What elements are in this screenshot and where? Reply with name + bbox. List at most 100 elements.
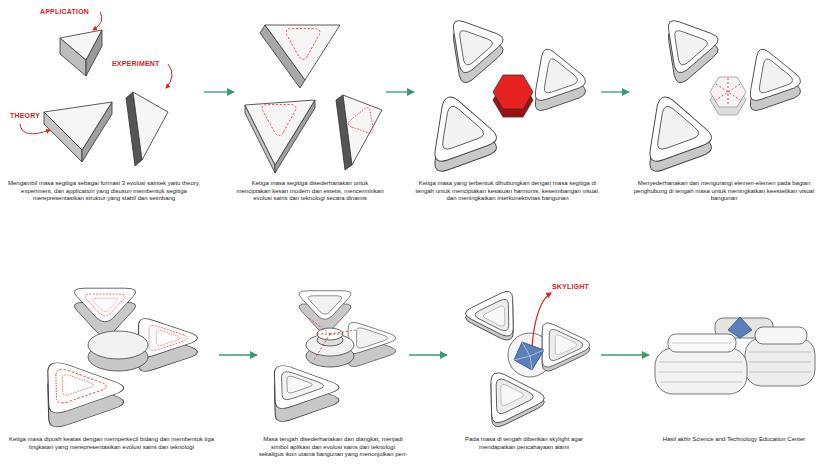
process-arrow	[601, 354, 649, 355]
step-caption: Menyederhanakan dan mengurangi elemen-el…	[630, 180, 818, 203]
process-arrow	[386, 91, 414, 92]
triangle-prism	[286, 29, 320, 60]
rounded-mass	[74, 288, 135, 322]
triangle-prism	[260, 25, 340, 88]
connector-mass	[493, 75, 533, 109]
step-panel: Masa tengah disederhanakan dan diangkat,…	[258, 268, 408, 459]
step-caption: Ketiga masa dipush keatas dengan memperk…	[5, 436, 218, 451]
step-caption: Pada masa di tengah diberikan skylight a…	[448, 436, 600, 451]
skylight	[514, 342, 544, 370]
skylight	[514, 342, 544, 370]
rounded-mass	[348, 322, 396, 353]
rounded-mass	[299, 291, 351, 320]
step-panel: Ketiga masa segitiga disederhanakan untu…	[235, 8, 385, 203]
step-panel: Mengambil masa segitiga sebagai formasi …	[5, 8, 203, 203]
rounded-mass	[464, 289, 590, 429]
step-caption: Ketiga masa yang terbentuk dihubungkan d…	[415, 180, 600, 203]
process-arrow	[601, 91, 629, 92]
step-panel: Menyederhanakan dan mengurangi elemen-el…	[630, 8, 818, 203]
callout-label: APPLICATION	[40, 8, 89, 15]
building-mass	[749, 352, 811, 372]
connector-mass	[493, 75, 533, 117]
connector-mass	[710, 77, 746, 107]
skylight	[514, 342, 544, 370]
connector-mass	[309, 318, 356, 360]
leader-arrow	[20, 124, 50, 134]
building-mass	[755, 327, 807, 344]
process-arrow	[409, 354, 447, 355]
callout-label: EXPERIMENT	[112, 60, 160, 67]
building-mass	[659, 362, 743, 382]
rounded-mass	[418, 86, 499, 163]
rounded-mass	[74, 288, 197, 371]
triangle-prism	[262, 105, 296, 136]
rounded-mass	[646, 99, 700, 151]
connector-mass	[710, 77, 746, 115]
building-mass	[668, 334, 736, 352]
rounded-mass	[759, 58, 796, 97]
rounded-mass	[17, 351, 127, 429]
connector-mass	[716, 78, 740, 106]
rounded-mass	[633, 86, 714, 163]
callout-label: SKYLIGHT	[552, 283, 589, 290]
rounded-mass	[308, 296, 342, 314]
building-mass	[655, 318, 815, 394]
leader-arrow	[532, 293, 551, 346]
rounded-mass	[139, 319, 198, 358]
rounded-mass	[464, 289, 533, 346]
rounded-mass	[17, 351, 127, 415]
triangle-prism	[245, 100, 315, 173]
leader-arrow	[20, 12, 172, 134]
building-mass	[745, 338, 815, 386]
triangle-prism	[60, 30, 102, 60]
rounded-mass	[481, 371, 535, 415]
step-caption: Masa tengah disederhanakan dan diangkat,…	[258, 436, 408, 459]
rounded-mass	[665, 29, 708, 70]
rounded-mass	[431, 99, 485, 151]
rounded-mass	[549, 329, 583, 360]
leader-arrow	[166, 64, 172, 88]
rounded-mass	[633, 19, 805, 174]
triangle-prism	[336, 95, 382, 170]
triangle-prism	[245, 100, 315, 165]
step-panel: Pada masa di tengah diberikan skylight a…	[448, 268, 600, 451]
triangle-prism	[44, 102, 112, 162]
rounded-mass	[555, 335, 576, 355]
connector-mass	[88, 331, 148, 359]
connector-mass	[306, 318, 356, 367]
rounded-mass	[248, 356, 341, 424]
rounded-mass	[93, 298, 118, 311]
triangle-prism	[44, 102, 112, 150]
rounded-mass	[156, 330, 180, 345]
rounded-mass	[542, 323, 590, 367]
step-panel: Ketiga masa dipush keatas dengan memperk…	[5, 268, 218, 451]
rounded-mass	[654, 19, 719, 82]
leader-arrow	[93, 12, 102, 30]
step-caption: Ketiga masa segitiga disederhanakan untu…	[235, 180, 385, 203]
leader-arrow	[532, 293, 551, 346]
rounded-mass	[50, 370, 95, 396]
rounded-mass	[418, 19, 590, 174]
step-caption: Hasil akhir Science and Technology Educa…	[650, 436, 818, 444]
rounded-mass	[544, 58, 581, 97]
step-panel: Hasil akhir Science and Technology Educa…	[650, 268, 818, 444]
rounded-mass	[277, 372, 314, 393]
building-mass	[655, 348, 747, 394]
rounded-mass	[85, 294, 125, 316]
skylight	[728, 317, 752, 338]
process-arrow	[219, 354, 257, 355]
rounded-mass	[265, 365, 326, 401]
rounded-mass	[35, 362, 108, 405]
callout-label: THEORY	[10, 112, 40, 119]
rounded-mass	[299, 291, 396, 367]
triangle-prism	[133, 92, 168, 160]
rounded-mass	[534, 48, 590, 108]
connector-group	[204, 92, 649, 355]
rounded-mass	[357, 328, 388, 348]
triangle-prism	[265, 25, 340, 80]
skylight	[728, 317, 752, 338]
rounded-mass	[248, 356, 341, 411]
rounded-mass	[450, 29, 493, 70]
